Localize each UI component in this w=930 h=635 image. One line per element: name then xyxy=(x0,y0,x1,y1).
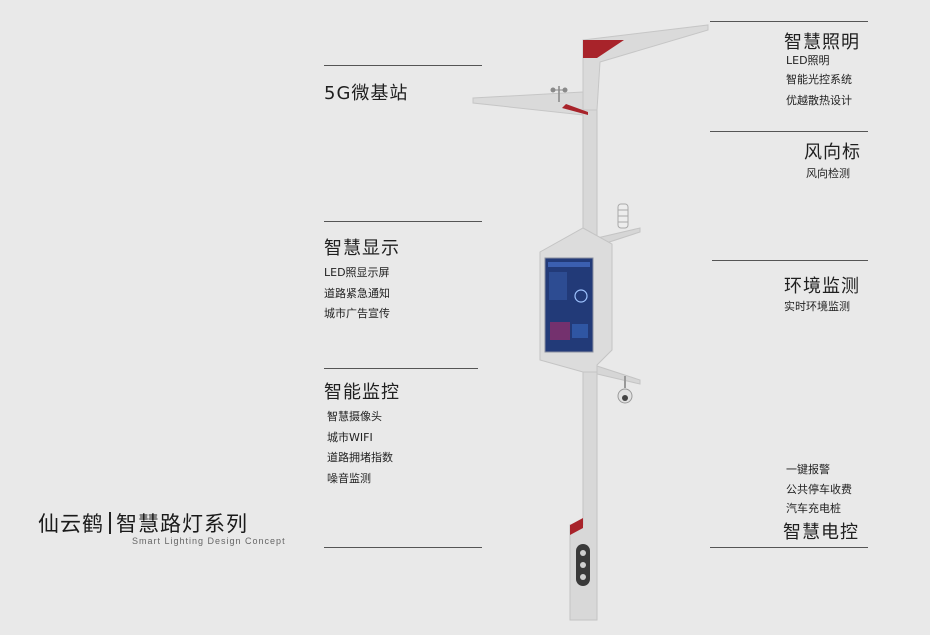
divider-monitor xyxy=(324,368,478,369)
pole-arm-camera xyxy=(596,365,641,385)
feature-item: 一键报警 xyxy=(786,463,830,476)
divider-wind xyxy=(710,131,868,132)
pole-arm-right xyxy=(582,24,709,111)
brand-series: 智慧路灯系列 xyxy=(116,512,248,536)
pole-accent-mid xyxy=(562,104,588,115)
feature-item: 噪音监测 xyxy=(327,472,371,485)
feature-title-power: 智慧电控 xyxy=(783,522,859,543)
divider-environment xyxy=(712,260,868,261)
feature-title-5g: 5G微基站 xyxy=(324,83,409,104)
feature-title-display: 智慧显示 xyxy=(324,238,400,259)
feature-title-environment: 环境监测 xyxy=(784,276,860,297)
feature-title-wind: 风向标 xyxy=(804,142,861,163)
brand-heading: 仙云鹤智慧路灯系列 xyxy=(38,508,248,538)
camera-icon xyxy=(617,376,633,404)
antenna-icon xyxy=(550,86,568,102)
divider-bottom-left xyxy=(324,547,482,548)
pole-accent-top xyxy=(583,40,624,58)
divider-5g xyxy=(324,65,482,66)
divider-power xyxy=(710,547,868,548)
brand-name: 仙云鹤 xyxy=(38,512,104,536)
feature-item: 优越散热设计 xyxy=(786,94,852,107)
brand-separator xyxy=(109,512,111,534)
feature-item: 风向检测 xyxy=(806,167,850,180)
feature-item: LED照明 xyxy=(786,54,830,67)
feature-title-monitor: 智能监控 xyxy=(324,382,400,403)
feature-item: 道路拥堵指数 xyxy=(327,451,393,464)
charging-socket-icon xyxy=(576,544,590,586)
pole-arm-left xyxy=(472,91,584,116)
feature-item: 智能光控系统 xyxy=(786,73,852,86)
feature-item: 公共停车收费 xyxy=(786,483,852,496)
feature-item: 实时环境监测 xyxy=(784,300,850,313)
brand-subtitle: Smart Lighting Design Concept xyxy=(132,536,286,546)
divider-lighting xyxy=(710,21,868,22)
feature-item: 智慧摄像头 xyxy=(327,410,382,423)
divider-display xyxy=(324,221,482,222)
feature-item: 城市WIFI xyxy=(327,431,373,444)
feature-item: LED照显示屏 xyxy=(324,266,390,279)
pole-accent-bottom xyxy=(570,518,583,535)
feature-title-lighting: 智慧照明 xyxy=(784,32,860,53)
feature-item: 道路紧急通知 xyxy=(324,287,390,300)
feature-item: 城市广告宣传 xyxy=(324,307,390,320)
feature-item: 汽车充电桩 xyxy=(786,502,841,515)
weather-sensor-icon xyxy=(617,203,629,229)
